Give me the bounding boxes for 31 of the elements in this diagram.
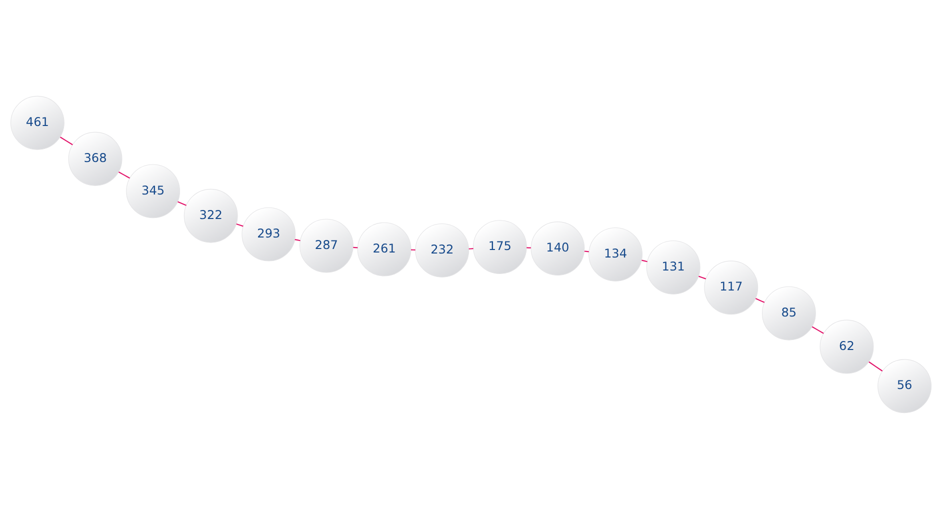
connector: [236, 223, 244, 226]
connector: [353, 246, 358, 248]
node-circle: 261: [357, 222, 412, 276]
connector: [411, 248, 416, 250]
node-circle: 368: [68, 131, 122, 186]
connector: [118, 171, 130, 178]
connector: [60, 136, 73, 145]
connector: [526, 246, 531, 248]
connector: [868, 360, 883, 371]
node-circle: 345: [126, 164, 180, 218]
connector: [812, 326, 824, 334]
node-circle: 56: [878, 358, 932, 413]
node-circle: 322: [184, 188, 238, 242]
node-circle: 62: [820, 319, 874, 374]
node-circle: 117: [704, 260, 758, 314]
connector: [755, 298, 765, 302]
node-circle: 175: [472, 220, 527, 274]
connector: [468, 248, 474, 249]
connector: [294, 238, 300, 241]
node-circle: 287: [300, 218, 354, 272]
connector: [698, 275, 706, 279]
node-circle: 293: [242, 206, 296, 261]
node-circle: 131: [646, 240, 700, 294]
node-circle: 85: [762, 286, 816, 340]
node-circle: 461: [10, 95, 64, 150]
node-circle: 232: [415, 222, 470, 277]
connector: [584, 250, 589, 252]
node-circle: 134: [588, 226, 642, 281]
connector: [642, 259, 648, 262]
node-circle: 140: [530, 221, 585, 275]
connector: [178, 200, 186, 206]
